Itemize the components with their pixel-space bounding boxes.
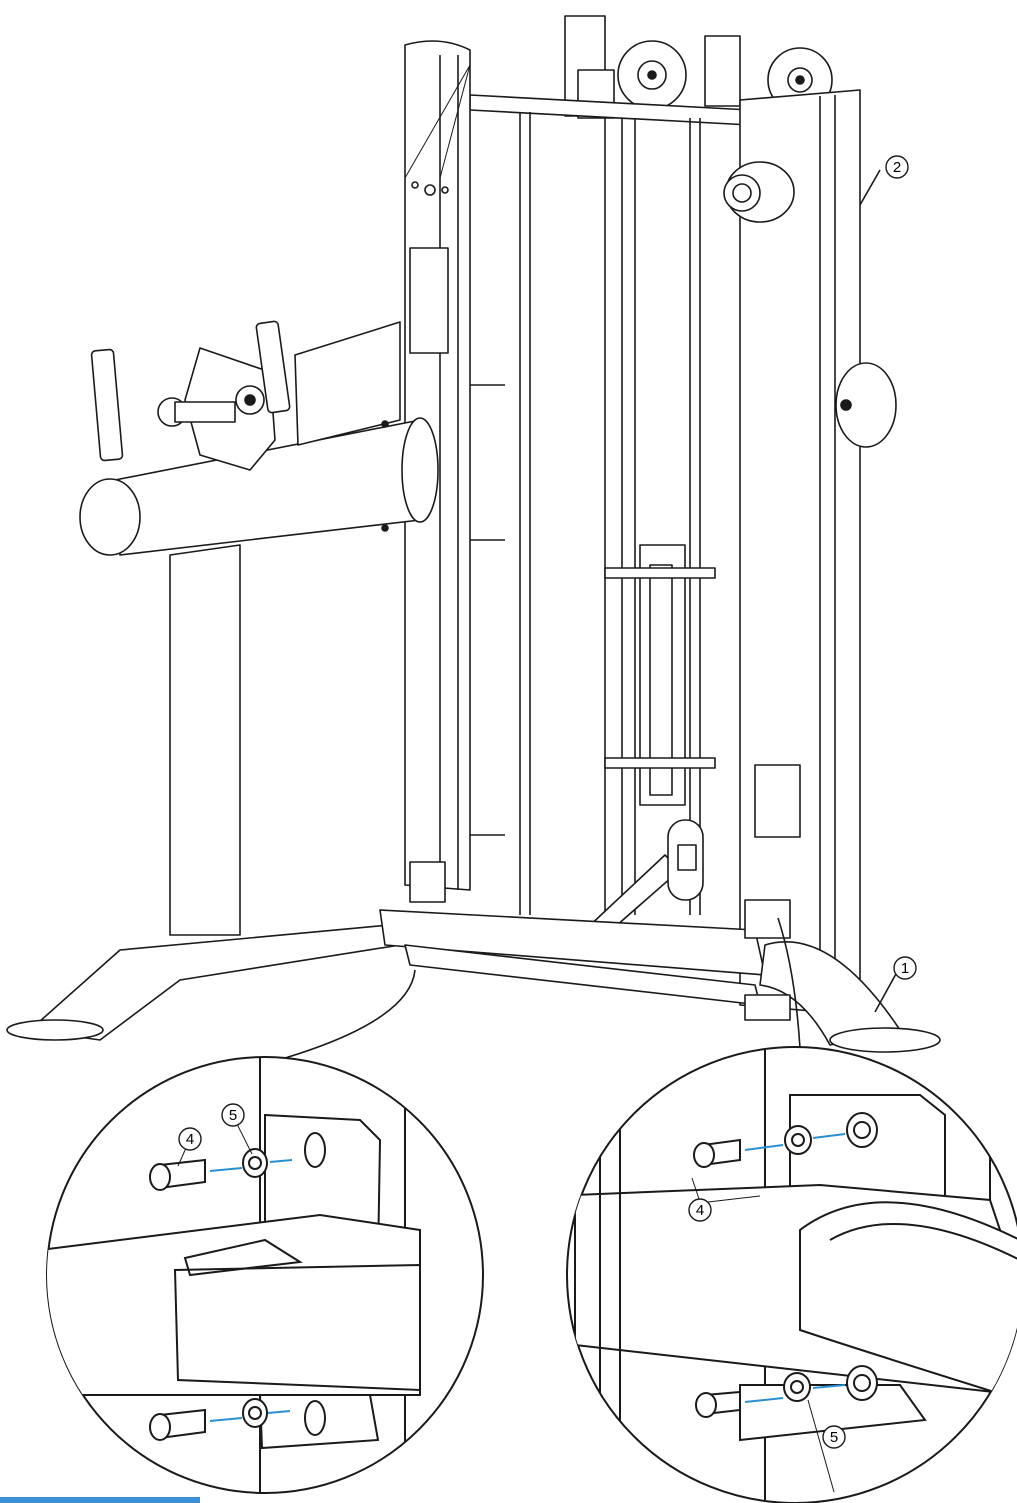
bottom-accent-rule xyxy=(0,1497,200,1503)
svg-text:5: 5 xyxy=(830,1429,838,1446)
svg-text:4: 4 xyxy=(186,1131,194,1148)
svg-text:2: 2 xyxy=(893,159,901,176)
detail-leaders xyxy=(284,169,898,1059)
guide-rails xyxy=(470,112,701,915)
detail-view-left xyxy=(46,1056,484,1494)
callout-2: 2 xyxy=(885,155,909,179)
detail-view-right xyxy=(566,1046,1017,1503)
weight-selector xyxy=(584,544,716,941)
machine-frame-drawing xyxy=(6,15,941,1059)
svg-text:1: 1 xyxy=(901,960,909,977)
callout-4-left: 4 xyxy=(178,1127,202,1151)
callout-1: 1 xyxy=(893,956,917,980)
svg-text:5: 5 xyxy=(229,1107,237,1124)
callout-5-left: 5 xyxy=(221,1103,245,1127)
base-frame xyxy=(6,861,941,1053)
svg-text:4: 4 xyxy=(696,1202,704,1219)
seat-arm-assembly xyxy=(79,320,439,936)
right-upright xyxy=(723,89,897,1016)
callout-4-right: 4 xyxy=(688,1198,712,1222)
callout-5-right: 5 xyxy=(822,1425,846,1449)
callout-leaders xyxy=(177,1123,835,1493)
